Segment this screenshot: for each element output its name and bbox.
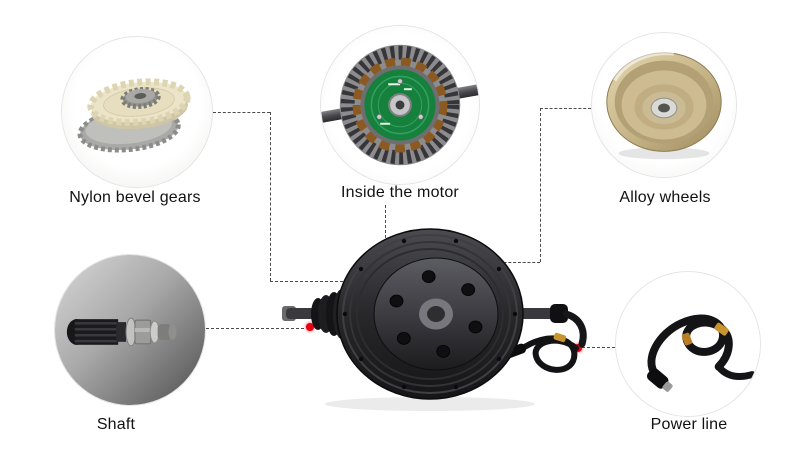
alloy-wheel-drum-photo — [592, 33, 736, 177]
callout-label-power: Power line — [650, 416, 728, 433]
connector-gears-v — [270, 112, 271, 281]
connector-gears-h2 — [270, 281, 368, 282]
nylon-bevel-gears-photo — [62, 37, 212, 187]
callout-label-inside: Inside the motor — [341, 184, 459, 201]
connector-inside-v — [385, 205, 386, 268]
power-cable-photo — [616, 272, 760, 416]
callout-circle-power — [615, 271, 761, 417]
axle-shaft-photo — [55, 255, 205, 405]
hub-motor-product — [268, 222, 592, 414]
connector-wheels-h2 — [494, 262, 540, 263]
connector-shaft-h — [206, 328, 304, 329]
callout-circle-gears — [61, 36, 213, 188]
hub-motor-product-photo — [282, 228, 587, 411]
marker-dot-shaft — [306, 323, 314, 331]
motor-stator-pcb-photo — [321, 26, 479, 184]
connector-gears-h1 — [213, 112, 270, 113]
connector-wheels-v — [540, 108, 541, 262]
connector-power-h — [582, 347, 615, 348]
callout-label-shaft: Shaft — [96, 416, 136, 433]
callout-circle-shaft — [54, 254, 206, 406]
callout-circle-wheels — [591, 32, 737, 178]
callout-label-wheels: Alloy wheels — [619, 189, 711, 206]
callout-circle-inside — [320, 25, 480, 185]
callout-label-gears: Nylon bevel gears — [69, 189, 201, 206]
connector-wheels-h1 — [540, 108, 591, 109]
